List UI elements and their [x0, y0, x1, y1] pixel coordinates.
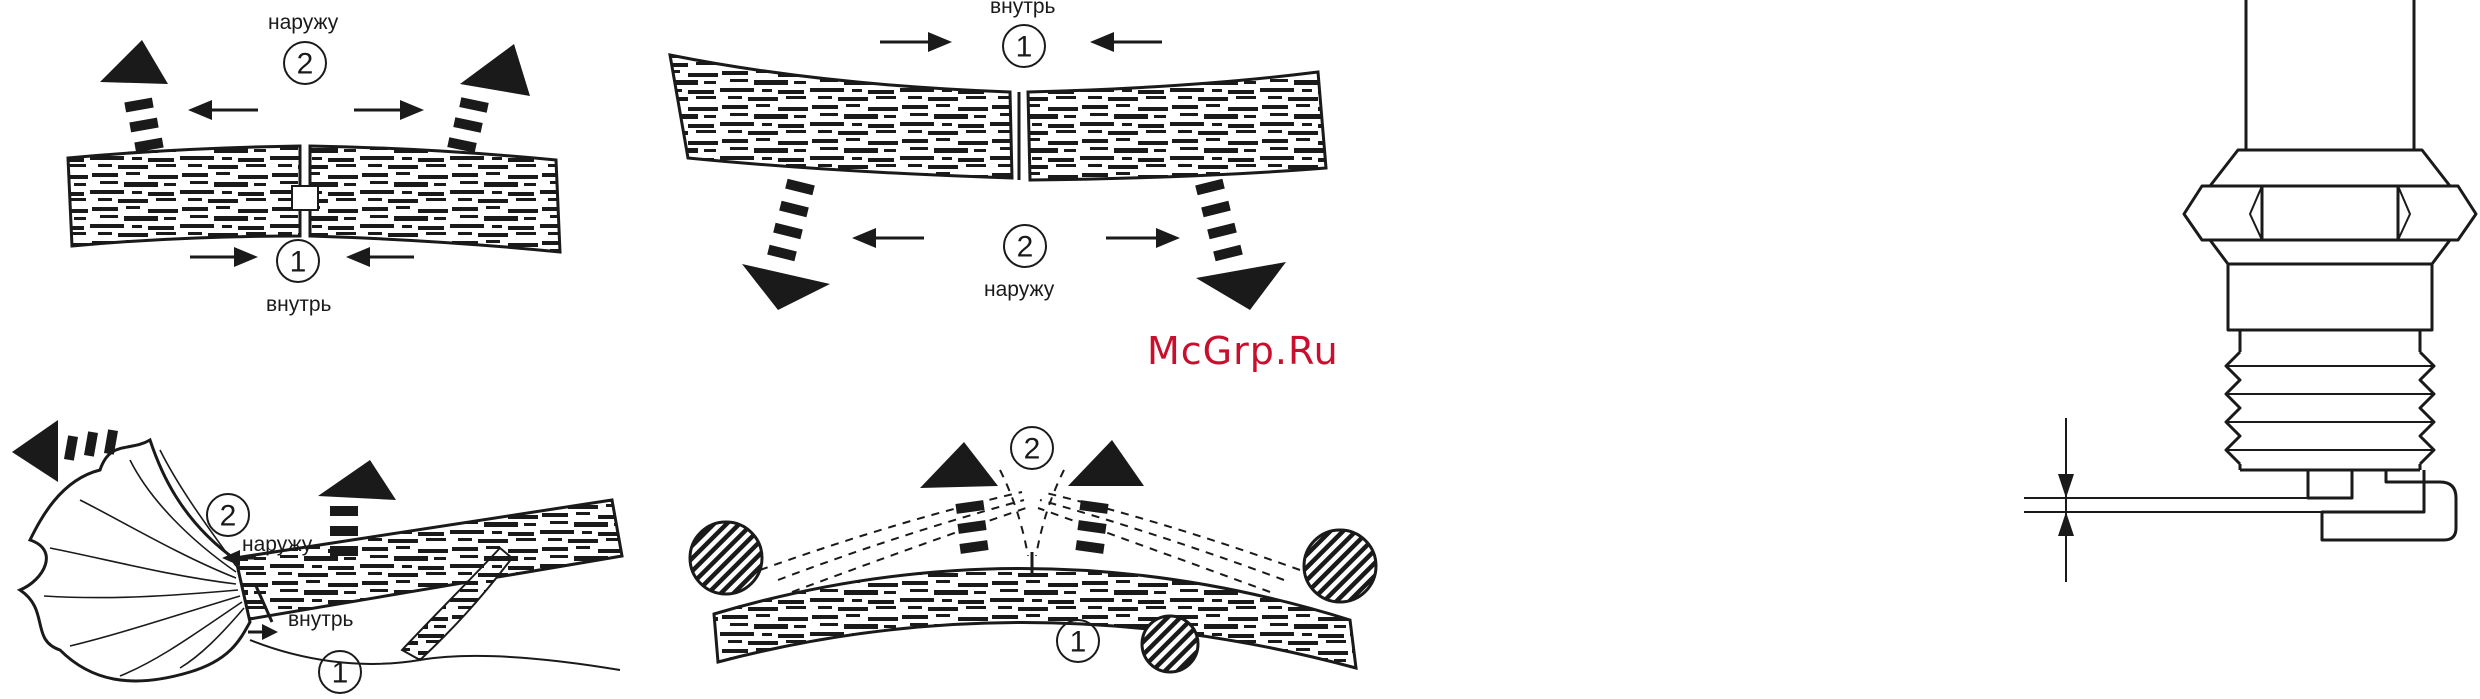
fiber-strip-right	[1028, 72, 1326, 180]
callout-number: 2	[1017, 231, 1034, 264]
deflection-line	[1000, 470, 1028, 556]
panel-bend-outward-crack: наружу 2 1 внутрь	[68, 11, 560, 316]
roller-icon	[1304, 530, 1376, 602]
label-inward: внутрь	[266, 293, 332, 316]
arrow-left-icon	[188, 100, 258, 120]
arrow-right-icon	[1106, 228, 1180, 248]
watermark-text: McGrp.Ru	[1147, 329, 1339, 373]
fiber-strip-left	[670, 55, 1012, 178]
arrow-up-icon	[2058, 512, 2074, 536]
callout-number: 1	[332, 657, 349, 690]
arrow-left-icon	[346, 247, 414, 267]
roller-icon	[1142, 616, 1198, 672]
dashed-arrow-icon	[1195, 179, 1286, 310]
arrow-right-icon	[248, 624, 278, 640]
arrow-right-icon	[354, 100, 424, 120]
ground-electrode	[2322, 470, 2456, 540]
thread-lines	[2226, 366, 2434, 450]
fiber-strip	[222, 500, 622, 622]
arrow-left-icon	[1090, 32, 1162, 52]
dashed-arrow-icon	[920, 442, 998, 554]
arrow-right-icon	[190, 247, 258, 267]
callout-number: 2	[297, 48, 314, 81]
hex-bottom-chamfer	[2210, 240, 2450, 264]
dashed-arrow-icon	[742, 179, 830, 310]
fiber-strip-right	[310, 146, 560, 252]
arrow-left-icon	[852, 228, 924, 248]
thread-left	[2226, 352, 2240, 464]
bent-fiber-strip	[714, 568, 1356, 668]
fiber-strip-left	[68, 146, 300, 246]
dashed-arrow-icon	[100, 40, 168, 152]
arrow-right-icon	[880, 32, 952, 52]
dashed-arrow-icon	[1068, 440, 1144, 554]
callout-number: 1	[1070, 626, 1087, 659]
panel-torn-fibers: 2 наружу внутрь 1	[12, 420, 622, 693]
callout-number: 1	[290, 246, 307, 279]
label-outward: наружу	[242, 533, 313, 556]
label-inward: внутрь	[288, 608, 354, 631]
callout-number: 2	[1024, 433, 1041, 466]
hex-nut	[2184, 186, 2476, 240]
label-outward: наружу	[268, 11, 339, 34]
arrow-down-icon	[2058, 474, 2074, 498]
panel-bending-test: 2 1	[690, 427, 1376, 672]
callout-number: 2	[220, 500, 237, 533]
thread-right	[2420, 352, 2434, 464]
roller-icon	[690, 522, 762, 594]
panel-bend-inward-crack: внутрь 1 2 наружу	[670, 0, 1326, 310]
label-outward: наружу	[984, 278, 1055, 301]
crack-gap	[292, 186, 318, 210]
dashed-arrow-icon	[447, 44, 530, 153]
callout-number: 1	[1016, 31, 1033, 64]
label-inward: внутрь	[990, 0, 1056, 18]
deflection-line	[1040, 500, 1284, 580]
deflection-line	[1036, 470, 1064, 556]
hex-top-chamfer	[2210, 150, 2450, 186]
center-electrode	[2308, 470, 2352, 498]
spark-plug-icon	[2024, 0, 2476, 582]
plug-body	[2228, 264, 2432, 330]
